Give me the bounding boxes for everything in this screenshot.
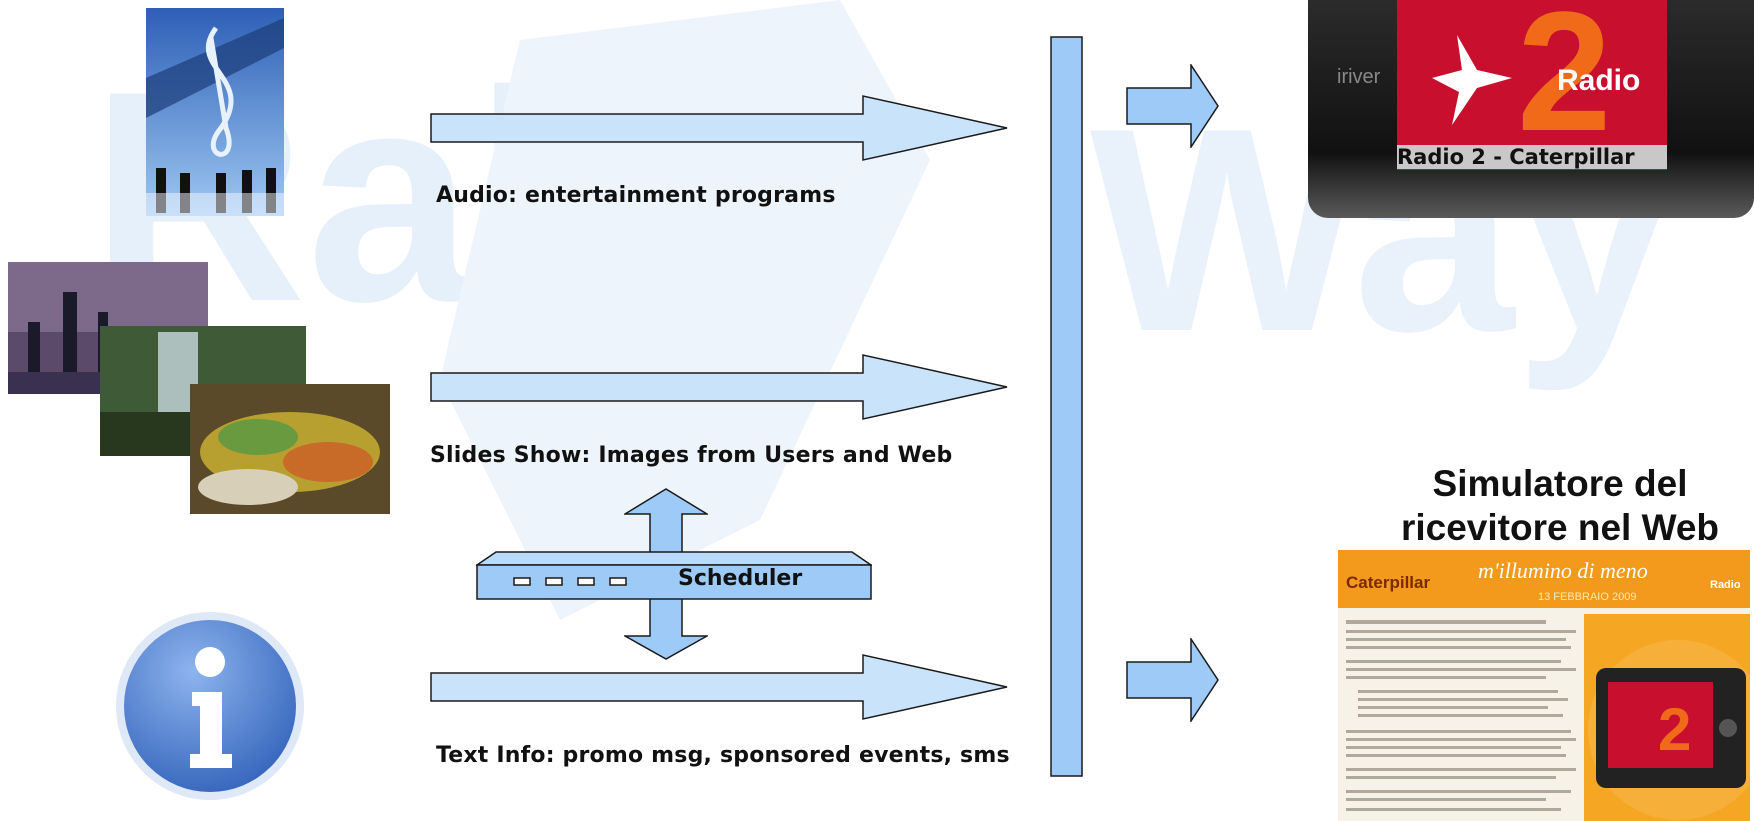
receiver-screen bbox=[1397, 0, 1667, 170]
output-arrow-web bbox=[1126, 638, 1219, 722]
receiver-screen-title: Radio 2 - Caterpillar bbox=[1397, 145, 1667, 169]
scheduler-down-arrow bbox=[624, 596, 708, 660]
arrow-text bbox=[430, 654, 1008, 720]
slides-images bbox=[8, 262, 390, 514]
svg-text:2: 2 bbox=[1658, 696, 1691, 763]
arrow-slides bbox=[430, 354, 1008, 420]
radio2-number: 2 bbox=[1517, 0, 1612, 145]
web-logo-left: Caterpillar bbox=[1346, 573, 1430, 592]
radio2-logo: 2 Radio bbox=[1432, 0, 1640, 145]
output-arrow-receiver bbox=[1126, 64, 1219, 148]
web-simulator-caption: Simulatore del ricevitore nel Web bbox=[1400, 463, 1720, 548]
web-date: 13 FEBBRAIO 2009 bbox=[1538, 591, 1636, 603]
watermark-shape bbox=[440, 0, 930, 620]
scheduler-box bbox=[476, 551, 872, 600]
web-logo-right: Radio bbox=[1710, 579, 1741, 591]
radio2-logo-text: Radio bbox=[1557, 64, 1640, 97]
web-simulator-screenshot: Caterpillar m'illumino di meno 13 FEBBRA… bbox=[1338, 550, 1750, 821]
web-headline: m'illumino di meno bbox=[1478, 558, 1648, 583]
music-image bbox=[146, 8, 284, 216]
flow-label-audio: Audio: entertainment programs bbox=[436, 183, 836, 208]
info-icon bbox=[116, 612, 304, 800]
web-simulator-graphic: Caterpillar m'illumino di meno 13 FEBBRA… bbox=[1338, 550, 1750, 821]
arrow-audio bbox=[430, 95, 1008, 161]
receiver-brand: iriver bbox=[1337, 66, 1381, 88]
multiplex-bus bbox=[1050, 36, 1083, 777]
scheduler-label: Scheduler bbox=[678, 566, 803, 591]
flow-label-slides: Slides Show: Images from Users and Web bbox=[430, 443, 953, 468]
flow-label-text: Text Info: promo msg, sponsored events, … bbox=[436, 743, 1010, 768]
scheduler-up-arrow bbox=[624, 488, 708, 554]
